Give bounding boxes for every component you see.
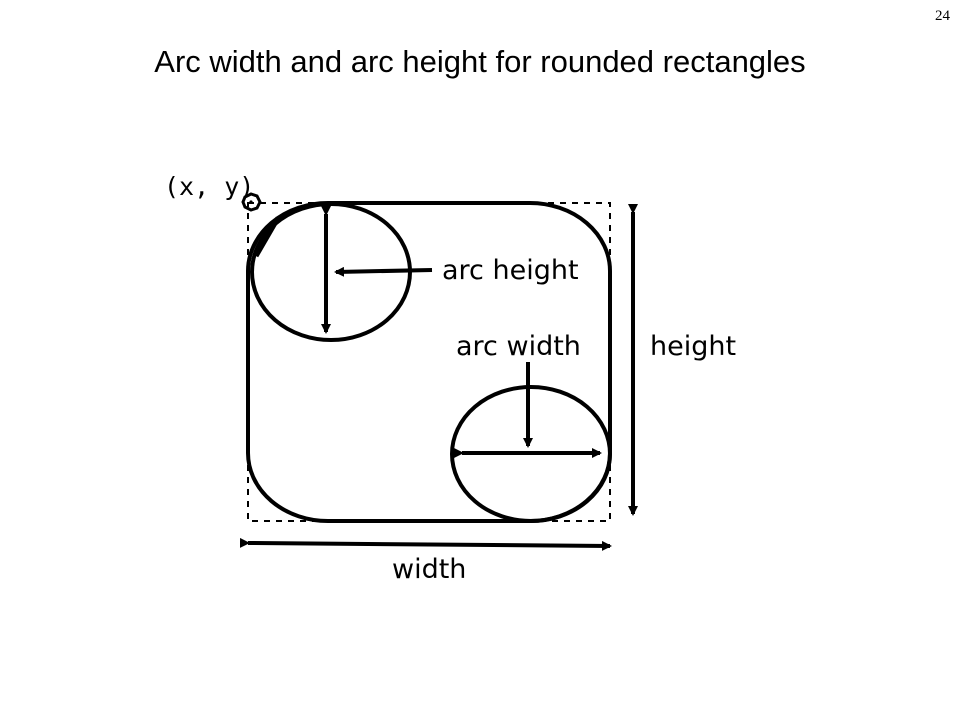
page-number: 24 bbox=[935, 8, 950, 24]
corner-stroke bbox=[253, 216, 281, 258]
corner-ellipse-bottom-right bbox=[450, 385, 612, 523]
arc-height-leader bbox=[334, 266, 433, 277]
origin-dot bbox=[249, 200, 253, 204]
rounded-rectangle bbox=[246, 201, 612, 523]
slide-title: Arc width and arc height for rounded rec… bbox=[154, 44, 806, 79]
bounding-box bbox=[247, 202, 611, 522]
origin-label: (x, y) bbox=[164, 172, 254, 201]
arc-width-label: arc width bbox=[456, 331, 581, 362]
arc-height-label: arc height bbox=[442, 255, 579, 286]
width-label: width bbox=[392, 554, 466, 585]
height-label: height bbox=[650, 331, 736, 362]
width-dimension-arrow bbox=[239, 537, 612, 551]
origin-marker bbox=[241, 192, 262, 212]
